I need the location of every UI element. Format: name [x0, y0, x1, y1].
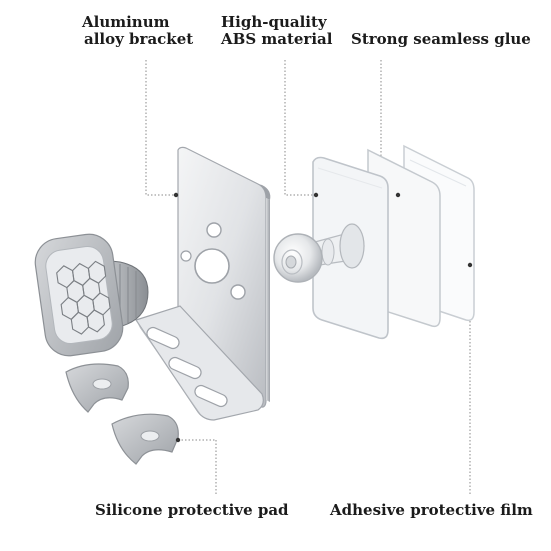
label-abs-line2: ABS material: [221, 30, 333, 48]
label-protective-film: Adhesive protective film: [330, 501, 533, 519]
silicone-pad-icon-2: [111, 413, 181, 465]
aluminum-bracket-icon: [135, 146, 271, 421]
leader-abs: [284, 60, 315, 196]
label-silicone-pad: Silicone protective pad: [95, 501, 289, 519]
leader-lines: [145, 60, 471, 494]
label-aluminum-bracket: Aluminum alloy bracket: [82, 14, 193, 48]
label-aluminum-line2: alloy bracket: [84, 30, 194, 48]
magnetic-phone-head-icon: [34, 233, 149, 357]
silicone-pad-icon: [65, 363, 129, 413]
ball-joint-icon: [273, 223, 365, 283]
label-abs-material: High-quality ABS material: [221, 14, 332, 48]
film-leader-dot: [467, 262, 473, 268]
leader-aluminum: [145, 60, 175, 196]
label-seamless-glue: Strong seamless glue: [351, 30, 531, 48]
label-abs-line1: High-quality: [221, 13, 327, 31]
label-aluminum-line1: Aluminum: [82, 13, 170, 31]
